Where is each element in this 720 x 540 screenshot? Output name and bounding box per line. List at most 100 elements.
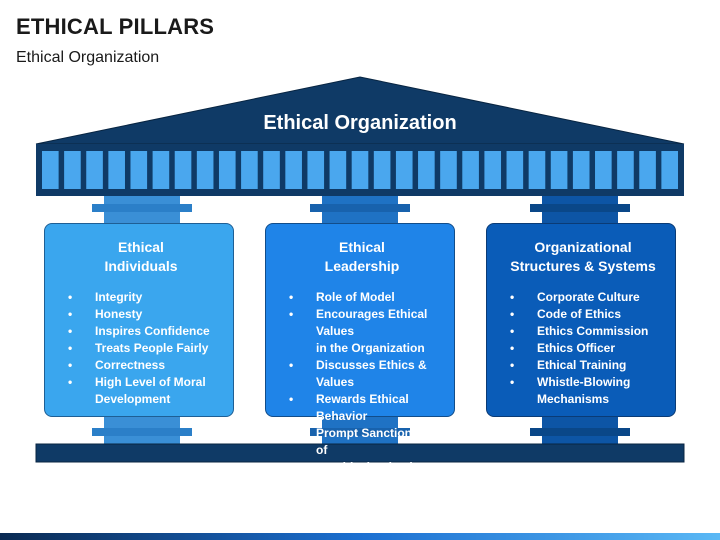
pillar-item-list: •Integrity•Honesty•Inspires Confidence•T… xyxy=(59,289,223,408)
list-item-text: Ethics Commission xyxy=(537,324,649,338)
bullet-icon: • xyxy=(68,290,73,304)
list-item-text: Development xyxy=(95,392,171,406)
list-item: Development xyxy=(59,391,223,408)
bullet-icon: • xyxy=(68,341,73,355)
pillar-column-3 xyxy=(530,196,630,444)
frieze-slot xyxy=(462,151,479,189)
list-item-text: High Level of Moral xyxy=(95,375,206,389)
bullet-icon: • xyxy=(68,358,73,372)
frieze-slot xyxy=(484,151,502,189)
frieze-slot xyxy=(174,151,192,189)
frieze-slot xyxy=(395,151,413,189)
pillar-card-leadership: Ethical Leadership •Role of Model•Encour… xyxy=(265,223,455,474)
list-item-text: Corporate Culture xyxy=(537,290,640,304)
pillar-card-individuals: Ethical Individuals • Integrity • Honesty •I… xyxy=(44,223,234,417)
frieze-slot xyxy=(329,151,347,189)
list-item: • Rewards Ethical Behavior xyxy=(280,391,444,425)
list-item: • Integrity xyxy=(59,289,223,306)
frieze-slot xyxy=(42,151,59,189)
frieze-slot xyxy=(130,151,148,189)
frieze-slot xyxy=(196,151,214,189)
frieze-slot xyxy=(572,151,590,189)
list-item: Unethical Behavior xyxy=(280,459,444,476)
bullet-icon: • xyxy=(289,392,294,406)
frieze-slot xyxy=(152,151,170,189)
list-item-text: Rewards Ethical Behavior xyxy=(316,392,409,423)
footer-accent-bar xyxy=(0,533,720,540)
list-item-text: Whistle-Blowing xyxy=(537,375,631,389)
list-item: in the Organization xyxy=(280,340,444,357)
base-platform xyxy=(35,443,685,463)
frieze-slot xyxy=(506,151,524,189)
bullet-icon: • xyxy=(289,307,294,321)
bullet-icon: • xyxy=(289,290,294,304)
bullet-icon: • xyxy=(68,307,73,321)
list-item: •Ethics Commission xyxy=(501,323,665,340)
pillar-item-list: •Role of Model•Encourages Ethical Values… xyxy=(280,289,444,476)
list-item: • Whistle-Blowing xyxy=(501,374,665,391)
list-item-text: Treats People Fairly xyxy=(95,341,209,355)
frieze-slot xyxy=(64,151,81,189)
frieze-slot xyxy=(351,151,369,189)
list-item-text: Prompt Sanctioning of xyxy=(316,426,430,457)
frieze-slot xyxy=(617,151,634,189)
pillar-column-2 xyxy=(310,196,410,444)
list-item: •Discusses Ethics & Values xyxy=(280,357,444,391)
frieze-slot xyxy=(550,151,568,189)
list-item-text: Discusses Ethics & Values xyxy=(316,358,427,389)
pillar-column-1 xyxy=(92,196,192,444)
frieze-slot xyxy=(285,151,302,189)
frieze-slot xyxy=(307,151,325,189)
list-item: •Ethical Training xyxy=(501,357,665,374)
list-item-text: in the Organization xyxy=(316,341,425,355)
list-item-text: Ethics Officer xyxy=(537,341,616,355)
list-item-text: Integrity xyxy=(95,290,143,304)
list-item: • Prompt Sanctioning of xyxy=(280,425,444,459)
bullet-icon: • xyxy=(510,375,515,389)
list-item: •Role of Model xyxy=(280,289,444,306)
list-item: • Honesty xyxy=(59,306,223,323)
list-item: • Corporate Culture xyxy=(501,289,665,306)
frieze-slot xyxy=(595,151,612,189)
frieze-slot xyxy=(418,151,435,189)
pillar-card-structures: Organizational Structures & Systems • Cor… xyxy=(486,223,676,417)
frieze-slot xyxy=(86,151,103,189)
list-item-text: Unethical Behavior xyxy=(316,460,425,474)
bullet-icon: • xyxy=(510,307,515,321)
frieze-slot xyxy=(241,151,258,189)
bullet-icon: • xyxy=(510,290,515,304)
list-item-text: Encourages Ethical Values xyxy=(316,307,428,338)
page-subtitle: Ethical Organization xyxy=(16,49,160,66)
frieze-slot xyxy=(528,151,546,189)
frieze-slot xyxy=(440,151,457,189)
list-item: Mechanisms xyxy=(501,391,665,408)
list-item: • Code of Ethics xyxy=(501,306,665,323)
bullet-icon: • xyxy=(510,358,515,372)
frieze-slot xyxy=(373,151,391,189)
frieze-slot xyxy=(108,151,125,189)
frieze-slot xyxy=(263,151,280,189)
list-item: • Encourages Ethical Values xyxy=(280,306,444,340)
page-title: ETHICAL PILLARS xyxy=(16,14,215,39)
bullet-icon: • xyxy=(68,324,73,338)
list-item-text: Code of Ethics xyxy=(537,307,622,321)
frieze-slot xyxy=(639,151,656,189)
list-item: • Ethics Officer xyxy=(501,340,665,357)
pillar-card-title: Ethical Leadership xyxy=(324,239,400,274)
pillar-card-title: Ethical Individuals xyxy=(104,239,178,274)
list-item: •Inspires Confidence xyxy=(59,323,223,340)
frieze-slot xyxy=(661,151,678,189)
bullet-icon: • xyxy=(510,341,515,355)
pillar-item-list: •Corporate Culture•Code of Ethics•Ethics… xyxy=(501,289,665,408)
list-item-text: Mechanisms xyxy=(537,392,610,406)
list-item: • High Level of Moral xyxy=(59,374,223,391)
frieze-slots xyxy=(42,151,678,189)
bullet-icon: • xyxy=(68,375,73,389)
frieze-slot xyxy=(218,151,236,189)
pillar-card-title: Organizational Structures & Systems xyxy=(510,239,656,274)
roof-label: Ethical Organization xyxy=(263,112,457,134)
bullet-icon: • xyxy=(289,426,294,440)
list-item-text: Honesty xyxy=(95,307,143,321)
list-item: • Treats People Fairly xyxy=(59,340,223,357)
